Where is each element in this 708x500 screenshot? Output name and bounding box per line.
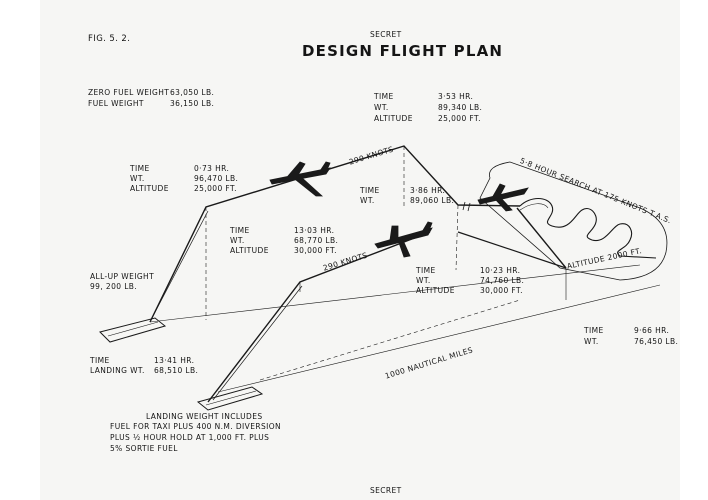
landing-weight-label: LANDING WT. bbox=[90, 366, 145, 375]
time-label: TIME bbox=[90, 356, 110, 365]
landing-weight-value: 68,510 LB. bbox=[154, 366, 199, 375]
altitude-label: ALTITUDE bbox=[416, 286, 455, 295]
footnote-line-3: PLUS ½ HOUR HOLD AT 1,000 FT. PLUS bbox=[110, 433, 270, 442]
footnote-line-2: FUEL FOR TAXI PLUS 400 N.M. DIVERSION bbox=[110, 422, 282, 431]
climb-after-search-path bbox=[516, 207, 567, 269]
weight-value: 68,770 LB. bbox=[294, 236, 339, 245]
altitude-value: 25,000 FT. bbox=[438, 114, 481, 123]
time-label: TIME bbox=[360, 186, 380, 195]
weight-value: 96,470 LB. bbox=[194, 174, 239, 183]
zero-fuel-label: ZERO FUEL WEIGHT bbox=[88, 88, 170, 97]
figure-number: FIG. 5. 2. bbox=[88, 34, 131, 44]
altitude-label: ALTITUDE bbox=[130, 184, 169, 193]
weight-value: 74,760 LB. bbox=[480, 276, 525, 285]
fuel-weight-value: 36,150 LB. bbox=[170, 99, 215, 108]
aircraft-return-icon bbox=[374, 221, 433, 258]
weight-label: WT. bbox=[584, 337, 599, 346]
dashed-projection-lines bbox=[205, 146, 521, 381]
fuel-weight-label: FUEL WEIGHT bbox=[88, 99, 144, 108]
time-label: TIME bbox=[416, 266, 436, 275]
time-value: 3·53 HR. bbox=[438, 92, 474, 101]
departure-runway bbox=[99, 317, 167, 343]
weight-value: 89,340 LB. bbox=[438, 103, 483, 112]
page-title: DESIGN FLIGHT PLAN bbox=[302, 42, 504, 60]
weight-label: WT. bbox=[130, 174, 145, 183]
altitude-value: 25,000 FT. bbox=[194, 184, 237, 193]
weight-label: WT. bbox=[374, 103, 389, 112]
zero-fuel-value: 63,050 LB. bbox=[170, 88, 215, 97]
time-value: 9·66 HR. bbox=[634, 326, 670, 335]
allup-weight-value: 99, 200 LB. bbox=[90, 282, 138, 291]
time-value: 13·03 HR. bbox=[294, 226, 335, 235]
zero-fuel-weight: ZERO FUEL WEIGHT63,050 LB. bbox=[88, 88, 214, 98]
footnote-line-4: 5% SORTIE FUEL bbox=[110, 444, 178, 453]
weight-label: WT. bbox=[360, 196, 375, 205]
time-value: 0·73 HR. bbox=[194, 164, 230, 173]
altitude-label: ALTITUDE bbox=[230, 246, 269, 255]
weight-label: WT. bbox=[416, 276, 431, 285]
arrival-runway bbox=[196, 386, 264, 411]
time-value: 10·23 HR. bbox=[480, 266, 521, 275]
fuel-weight: FUEL WEIGHT 36,150 LB. bbox=[88, 99, 214, 109]
time-label: TIME bbox=[584, 326, 604, 335]
altitude-value: 30,000 FT. bbox=[480, 286, 523, 295]
weight-value: 76,450 LB. bbox=[634, 337, 679, 346]
paper-sheet bbox=[40, 0, 680, 500]
classification-top: SECRET bbox=[370, 30, 402, 39]
classification-bottom: SECRET bbox=[370, 486, 402, 495]
ground-projection-lines bbox=[149, 264, 661, 393]
search-area-boundary bbox=[479, 161, 668, 281]
altitude-label: ALTITUDE bbox=[374, 114, 413, 123]
time-label: TIME bbox=[374, 92, 394, 101]
footnote-line-1: LANDING WEIGHT INCLUDES bbox=[146, 412, 263, 421]
time-label: TIME bbox=[230, 226, 250, 235]
search-track bbox=[519, 197, 657, 259]
aircraft-search-icon bbox=[477, 183, 529, 212]
time-label: TIME bbox=[130, 164, 150, 173]
time-value: 3·86 HR. bbox=[410, 186, 446, 195]
aircraft-outbound-icon bbox=[269, 161, 331, 197]
allup-weight-label: ALL-UP WEIGHT bbox=[90, 272, 155, 281]
weight-label: WT. bbox=[230, 236, 245, 245]
time-value: 13·41 HR. bbox=[154, 356, 195, 365]
altitude-value: 30,000 FT. bbox=[294, 246, 337, 255]
weight-value: 89,060 LB. bbox=[410, 196, 455, 205]
